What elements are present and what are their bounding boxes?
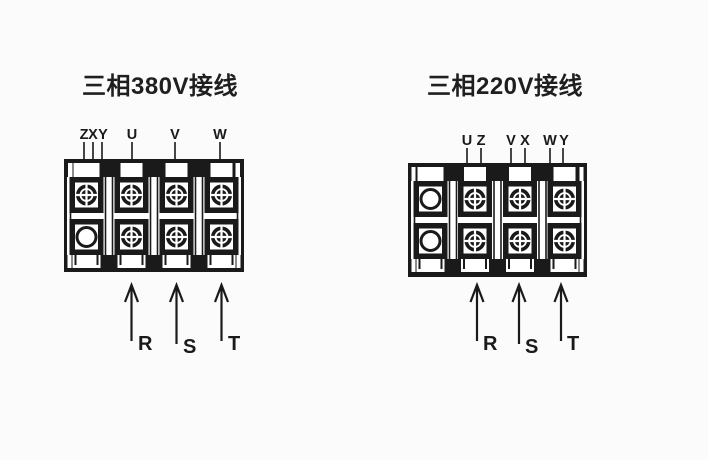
phase-label-s: S [525,336,538,358]
terminal-ring-r1c1 [412,179,449,219]
terminal-label-y: Y [98,127,108,143]
phase-arrow-t [213,281,230,341]
phase-label-r: R [138,333,153,355]
terminal-screw-r1c3 [158,175,195,215]
terminal-block-380v [64,159,244,272]
terminal-label-v: V [170,127,180,143]
column-walls [69,177,239,255]
terminal-ring-r2c1 [412,221,449,261]
phase-arrows-220v: R S T [469,281,579,358]
phase-label-s: S [183,336,196,358]
terminal-label-w: W [213,127,227,143]
bottom-band-slots [67,255,241,268]
terminal-screw-r1c4 [546,179,583,219]
terminal-label-x: X [88,127,98,143]
top-band-slots [411,167,584,181]
terminal-labels-220v: U Z V X W Y [462,133,569,149]
phase-arrow-s [511,281,527,344]
diagram-380v-title: 三相380V接线 [82,73,238,100]
terminal-block-220v [408,163,587,277]
phase-arrow-t [553,281,569,341]
phase-label-r: R [483,333,498,355]
top-band-slots [68,163,240,177]
terminal-screw-r1c3 [501,179,539,219]
terminal-screw-r2c4 [203,217,240,257]
diagram-220v: 三相220V接线 U Z V X W Y [408,73,587,358]
terminal-ring-r2c1 [68,217,105,257]
column-walls [413,181,582,259]
terminal-screw-r2c2 [113,217,150,257]
terminal-label-z2: Z [477,133,486,149]
terminal-label-x2: X [520,133,530,149]
bottom-band-slots [411,259,584,272]
terminal-label-u2: U [462,133,472,149]
terminal-screw-r2c3 [501,221,539,261]
diagram-220v-title: 三相220V接线 [427,73,583,100]
terminal-screw-r2c4 [546,221,583,261]
phase-arrow-s [168,281,185,344]
phase-label-t: T [228,333,240,355]
terminal-screw-r1c4 [203,175,240,215]
terminal-label-y2: Y [559,133,569,149]
terminal-screw-r1c2 [113,175,150,215]
phase-arrows-380v: R S T [123,281,240,358]
phase-arrow-r [469,281,485,341]
terminal-screw-r2c2 [456,221,494,261]
terminal-label-v2: V [506,133,516,149]
terminal-label-u: U [127,127,137,143]
terminal-screw-r2c3 [158,217,195,257]
terminal-screw-r1c1 [68,175,105,215]
diagram-380v: 三相380V接线 Z X Y U V W [64,73,244,358]
terminal-label-w2: W [543,133,557,149]
terminal-screw-r1c2 [456,179,494,219]
phase-label-t: T [567,333,579,355]
phase-arrow-r [123,281,140,341]
terminal-labels-380v: Z X Y U V W [80,127,228,143]
terminal-label-z: Z [80,127,89,143]
